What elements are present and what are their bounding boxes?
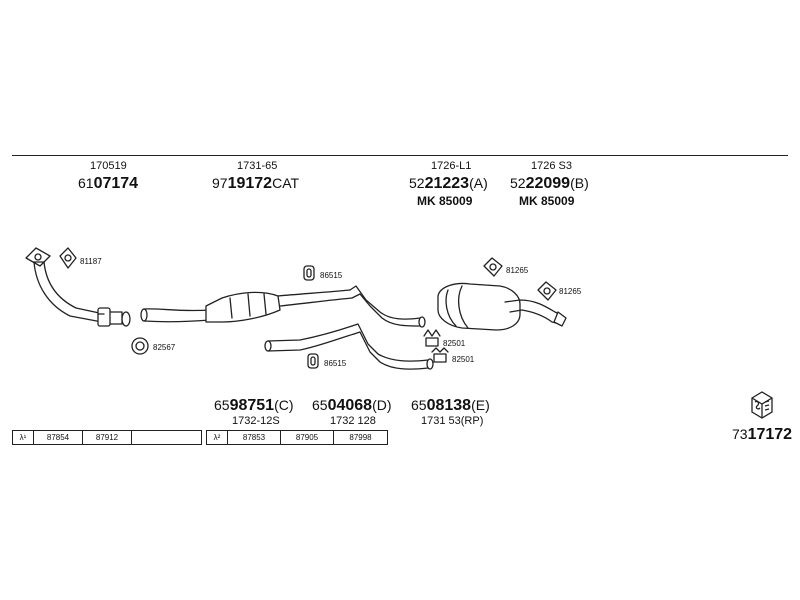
gasket-81187-icon bbox=[59, 247, 77, 269]
part-ref-c: 1732-12S bbox=[232, 415, 280, 427]
hanger-86515-bottom-icon bbox=[307, 353, 319, 369]
label-86515-bottom: 86515 bbox=[324, 359, 347, 368]
mount-kit-4: MK 85009 bbox=[519, 194, 575, 208]
hanger-86515-top-icon bbox=[303, 265, 315, 281]
part-number-4[interactable]: 5222099(B) bbox=[510, 175, 589, 193]
kit-number[interactable]: 7317172 bbox=[732, 426, 792, 444]
part-number-1-prefix: 61 bbox=[78, 175, 94, 191]
mount-kit-3: MK 85009 bbox=[417, 194, 473, 208]
part-ref-e: 1731 53(RP) bbox=[421, 415, 484, 427]
lambda-table-1: λ¹ 87854 87912 bbox=[12, 430, 202, 445]
part-number-d-suffix: (D) bbox=[372, 397, 392, 413]
part-number-1-bold: 07174 bbox=[93, 175, 139, 192]
part-number-1[interactable]: 6107174 bbox=[78, 175, 138, 193]
lambda-table-1-cell[interactable]: 87912 bbox=[83, 431, 132, 444]
lambda-table-1-cell bbox=[132, 431, 201, 444]
label-82567: 82567 bbox=[153, 343, 176, 352]
clamp-82501-top-icon bbox=[423, 329, 441, 347]
part-number-d[interactable]: 6504068(D) bbox=[312, 397, 392, 415]
kit-number-prefix: 73 bbox=[732, 426, 748, 442]
part-number-2-suffix: CAT bbox=[272, 175, 300, 191]
part-number-4-suffix: (B) bbox=[570, 175, 589, 191]
ring-82567-icon bbox=[131, 337, 149, 355]
lambda-table-2-cell[interactable]: 87998 bbox=[349, 433, 372, 442]
lambda-table-2: λ² 87853 87905 87998 bbox=[206, 430, 388, 445]
label-81265-bottom: 81265 bbox=[559, 287, 582, 296]
part-number-e-suffix: (E) bbox=[471, 397, 490, 413]
part-number-3-bold: 21223 bbox=[424, 175, 470, 192]
clamp-82501-bottom-icon bbox=[431, 347, 449, 363]
label-81265-top: 81265 bbox=[506, 266, 529, 275]
lambda-table-2-label: λ² bbox=[207, 431, 228, 444]
part-number-e-bold: 08138 bbox=[426, 397, 472, 414]
part-number-c[interactable]: 6598751(C) bbox=[214, 397, 294, 415]
part-number-c-prefix: 65 bbox=[214, 397, 230, 413]
part-number-e[interactable]: 6508138(E) bbox=[411, 397, 490, 415]
part-number-3-suffix: (A) bbox=[469, 175, 488, 191]
part-number-d-prefix: 65 bbox=[312, 397, 328, 413]
lambda-table-2-cell[interactable]: 87905 bbox=[281, 431, 334, 444]
label-81187: 81187 bbox=[80, 257, 102, 266]
label-82501-bottom: 82501 bbox=[452, 355, 475, 364]
part-ref-4: 1726 S3 bbox=[531, 160, 572, 172]
part-number-2-bold: 19172 bbox=[227, 175, 273, 192]
part-number-4-prefix: 52 bbox=[510, 175, 526, 191]
middle-pipe-icon bbox=[264, 323, 434, 370]
lambda-table-2-cell[interactable]: 87853 bbox=[228, 431, 281, 444]
part-number-3[interactable]: 5221223(A) bbox=[409, 175, 488, 193]
part-number-3-prefix: 52 bbox=[409, 175, 425, 191]
part-ref-1: 170519 bbox=[90, 160, 127, 172]
kit-number-bold: 17172 bbox=[747, 426, 793, 443]
part-ref-2: 1731-65 bbox=[237, 160, 278, 172]
rear-muffler-icon bbox=[437, 282, 567, 331]
part-ref-3: 1726-L1 bbox=[431, 160, 472, 172]
label-82501-top: 82501 bbox=[443, 339, 466, 348]
label-86515-top: 86515 bbox=[320, 271, 343, 280]
part-ref-d: 1732 128 bbox=[330, 415, 376, 427]
front-pipe-icon bbox=[25, 247, 131, 327]
part-number-4-bold: 22099 bbox=[525, 175, 571, 192]
part-number-c-bold: 98751 bbox=[229, 397, 275, 414]
rubber-mount-81265-bottom-icon bbox=[537, 281, 557, 301]
part-number-2-prefix: 97 bbox=[212, 175, 228, 191]
part-number-e-prefix: 65 bbox=[411, 397, 427, 413]
part-number-d-bold: 04068 bbox=[327, 397, 373, 414]
catalytic-converter-icon bbox=[140, 285, 426, 328]
part-number-2[interactable]: 9719172CAT bbox=[212, 175, 299, 193]
lambda-table-1-label: λ¹ bbox=[13, 431, 34, 444]
kit-box-icon bbox=[751, 391, 773, 419]
rubber-mount-81265-top-icon bbox=[483, 257, 503, 277]
part-number-c-suffix: (C) bbox=[274, 397, 294, 413]
lambda-table-1-cell[interactable]: 87854 bbox=[34, 431, 83, 444]
divider-line bbox=[12, 155, 788, 156]
